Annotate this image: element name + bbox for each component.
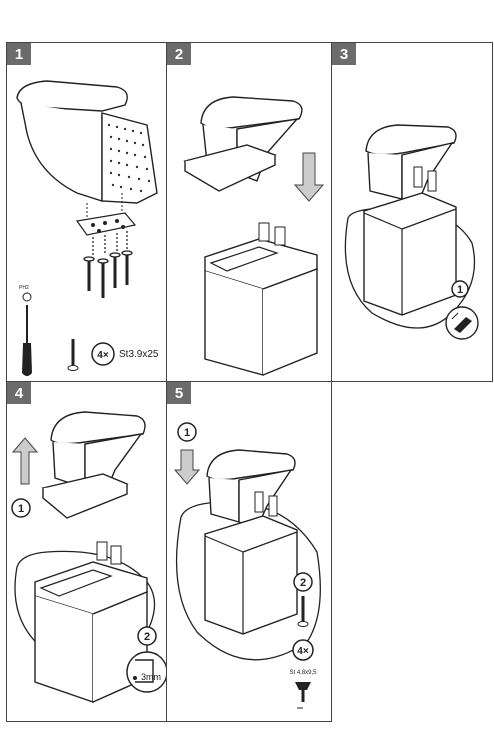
step-1-panel: 1 <box>6 42 167 382</box>
count-circle <box>91 342 115 366</box>
callout-drill-number: 2 <box>144 631 150 643</box>
step-3-badge: 3 <box>332 43 356 65</box>
screw-count: 4× <box>297 646 309 657</box>
screw-icon <box>67 339 79 371</box>
step-3-illustration: 1 <box>344 124 479 340</box>
step-4-panel: 4 1 2 3mm <box>6 381 167 722</box>
callout-1-number: 1 <box>457 284 463 296</box>
down-arrow-icon <box>293 152 325 202</box>
screw-icon <box>297 596 309 627</box>
screw-spec: St 4,8x9,5 <box>289 670 317 676</box>
perforation-dots <box>107 123 151 193</box>
callout-1 <box>451 280 469 298</box>
step-5-panel: 5 1 2 4× St 4,8x9,5 <box>166 381 332 722</box>
count-circle <box>292 639 314 661</box>
step-1-badge: 1 <box>7 43 31 65</box>
screwdriver-tip-label: PH2 <box>19 285 29 291</box>
callout-up-number: 1 <box>18 503 24 515</box>
step-4-illustration: 1 2 3mm <box>11 411 166 703</box>
step-5-badge: 5 <box>167 382 191 404</box>
screwdriver-icon <box>22 292 32 376</box>
callout-screw <box>293 572 313 592</box>
screw-head-icon <box>295 682 311 709</box>
up-arrow-icon <box>11 437 39 485</box>
step-1-illustration: PH2 4× St3.9x25 <box>16 80 159 376</box>
callout-down <box>177 422 197 442</box>
down-arrow-icon <box>173 449 201 485</box>
step-5-illustration: 1 2 4× St 4,8x9,5 <box>173 422 321 709</box>
screw-spec: St3.9x25 <box>119 349 159 360</box>
drill-size-label: 3mm <box>141 672 161 682</box>
drill-icon <box>454 317 472 333</box>
screw-count: 4× <box>97 350 109 361</box>
mounting-screws <box>83 231 133 298</box>
step-4-badge: 4 <box>7 382 31 404</box>
step-2-panel: 2 <box>166 42 332 382</box>
callout-screw-number: 2 <box>300 577 306 589</box>
step-2-illustration <box>183 96 325 376</box>
callout-up <box>11 498 31 518</box>
callout-drill <box>137 626 157 646</box>
step-2-badge: 2 <box>167 43 191 65</box>
step-3-panel: 3 1 <box>331 42 493 382</box>
callout-down-number: 1 <box>184 427 190 439</box>
